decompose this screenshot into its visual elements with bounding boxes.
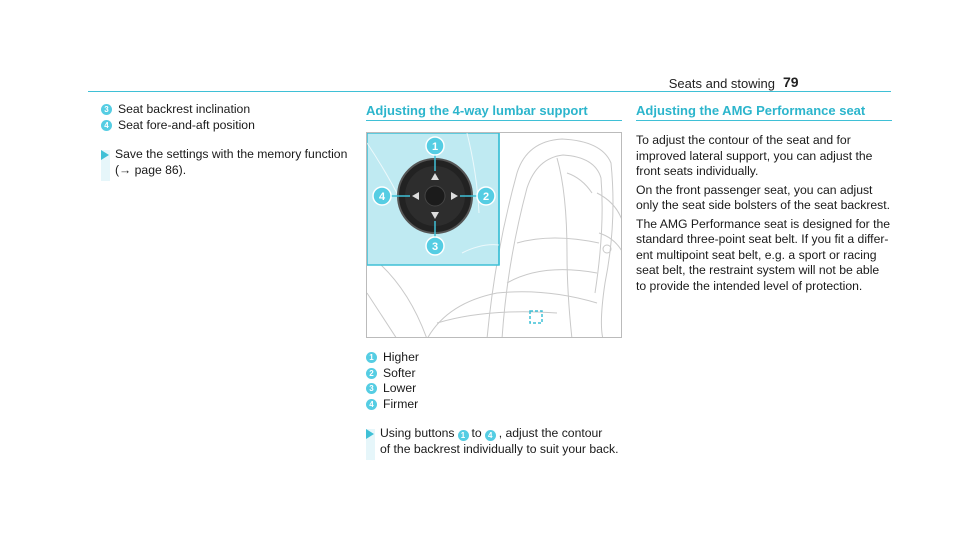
step-arrow-icon [101, 150, 109, 160]
legend-label: Seat backrest inclination [118, 102, 251, 116]
page-number: 79 [783, 74, 799, 90]
callout-badge-3: 3 [366, 383, 377, 395]
legend-row-2: 2 Softer [366, 366, 622, 382]
section-rule [636, 120, 892, 121]
paragraph: The AMG Performance seat is designed for… [636, 216, 891, 293]
figure-callout-4: 4 [379, 191, 386, 203]
figure-callout-1: 1 [432, 141, 438, 153]
legend-label: Higher [383, 350, 419, 364]
legend-row-4: 4 Seat fore-and-aft position [101, 118, 351, 134]
legend-label: Firmer [383, 396, 419, 411]
section-body: To adjust the contour of the seat and fo… [636, 133, 892, 294]
section-heading-amg: Adjusting the AMG Performance seat [636, 103, 866, 118]
page-header-title: Seats and stowing [668, 76, 775, 91]
step-text-line1: Save the settings with the memory functi… [115, 147, 348, 161]
legend-row-3: 3 Lower [366, 381, 622, 397]
figure-legend: 1 Higher 2 Softer 3 Lower 4 Firmer [366, 350, 622, 412]
seat-illustration: 1 2 3 4 [367, 133, 621, 337]
header-rule [88, 91, 891, 92]
legend-label: Lower [383, 381, 417, 395]
callout-badge-1: 1 [457, 430, 469, 441]
instruction-step: Save the settings with the memory functi… [101, 147, 351, 181]
callout-badge-3: 3 [101, 104, 112, 116]
callout-badge-4: 4 [366, 398, 377, 410]
callout-badge-4: 4 [101, 119, 112, 131]
legend-row-4: 4 Firmer [366, 397, 622, 413]
callout-badge-2: 2 [366, 367, 377, 379]
step-arrow-icon [366, 429, 374, 439]
callout-badge-1: 1 [366, 352, 377, 364]
figure-callout-3: 3 [432, 241, 438, 253]
legend-label: Softer [383, 365, 416, 380]
legend-row-3: 3 Seat backrest inclination [101, 102, 351, 118]
page-reference-link[interactable]: (→ page 86). [115, 162, 187, 177]
column-1: 3 Seat backrest inclination 4 Seat fore-… [101, 102, 351, 181]
legend-row-1: 1 Higher [366, 350, 622, 366]
step-bar [101, 150, 110, 181]
lumbar-support-figure: 1 2 3 4 [366, 132, 622, 338]
column-2: Adjusting the 4-way lumbar support [366, 102, 622, 460]
section-heading-lumbar: Adjusting the 4-way lumbar support [366, 103, 588, 118]
column-3: Adjusting the AMG Performance seat To ad… [636, 102, 892, 297]
callout-badge-4: 4 [484, 430, 496, 441]
legend-label: Seat fore-and-aft position [118, 117, 255, 132]
figure-callout-2: 2 [483, 191, 489, 203]
step-text-line2: of the backrest individually to suit you… [380, 441, 619, 456]
paragraph: On the front passenger seat, you can adj… [636, 182, 891, 213]
section-rule [366, 120, 622, 121]
step-bar [366, 429, 375, 460]
paragraph: To adjust the contour of the seat and fo… [636, 133, 873, 178]
